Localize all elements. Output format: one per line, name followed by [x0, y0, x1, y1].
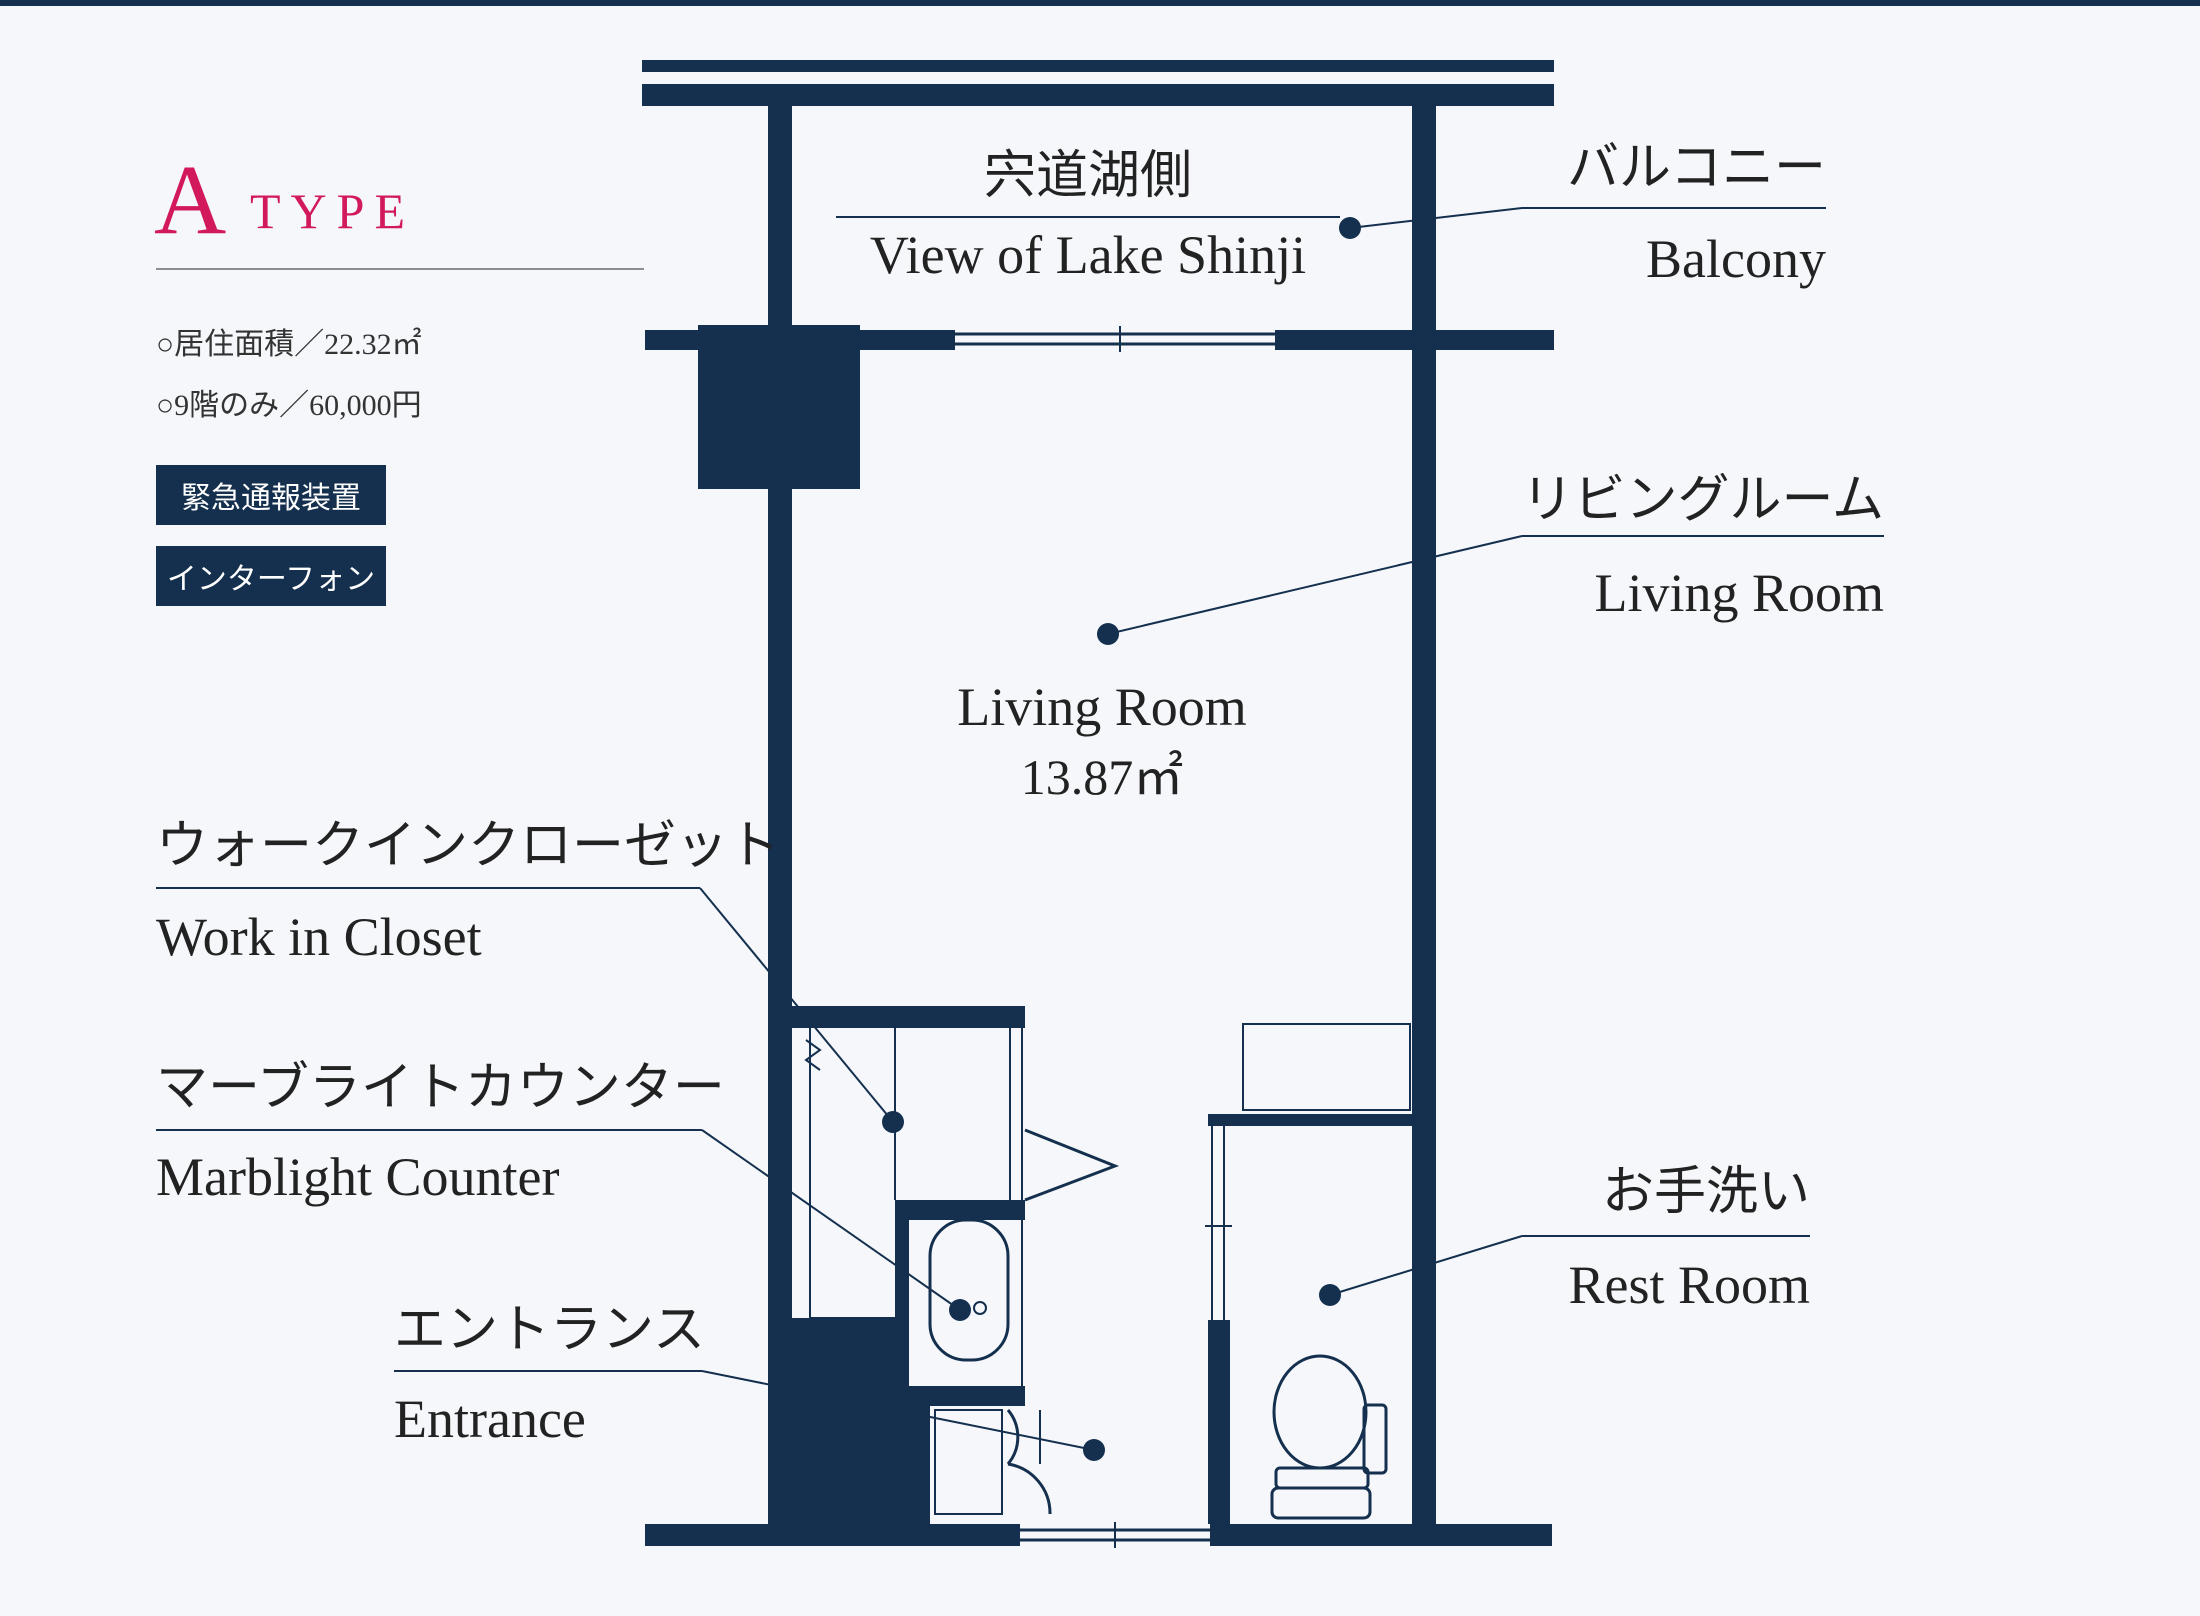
- badge-intercom: インターフォン: [156, 546, 386, 606]
- label-view-jp: 宍道湖側: [983, 146, 1192, 206]
- leader-dots: [882, 217, 1361, 1461]
- label-counter-jp: マーブライトカウンター: [156, 1058, 725, 1118]
- walls: [642, 60, 1554, 1546]
- living-center-area: 13.87㎡: [1020, 749, 1184, 805]
- spec-floor-price: ○9階のみ／60,000円: [156, 389, 422, 422]
- label-restroom-en: Rest Room: [1568, 1255, 1810, 1315]
- leader-lines: [156, 207, 1884, 1451]
- label-living-jp: リビングルーム: [1521, 470, 1884, 530]
- label-closet-en: Work in Closet: [156, 907, 482, 967]
- type-divider: [156, 268, 644, 270]
- spec-area: ○居住面積／22.32㎡: [156, 328, 422, 361]
- fixtures: [804, 326, 1411, 1548]
- label-entrance-jp: エントランス: [394, 1300, 705, 1360]
- label-counter-en: Marblight Counter: [156, 1147, 560, 1207]
- label-balcony-jp: バルコニー: [1567, 138, 1826, 198]
- label-view-en: View of Lake Shinji: [869, 225, 1307, 285]
- badge-emergency-alarm: 緊急通報装置: [156, 465, 386, 525]
- label-entrance-en: Entrance: [394, 1389, 586, 1449]
- top-bar: [0, 0, 2200, 6]
- type-word: TYPE: [250, 183, 415, 239]
- type-letter: A: [154, 144, 227, 255]
- label-living-en: Living Room: [1594, 563, 1884, 623]
- label-restroom-jp: お手洗い: [1601, 1162, 1810, 1222]
- label-balcony-en: Balcony: [1646, 229, 1826, 289]
- living-center-name: Living Room: [957, 677, 1247, 737]
- label-closet-jp: ウォークインクローゼット: [156, 816, 781, 876]
